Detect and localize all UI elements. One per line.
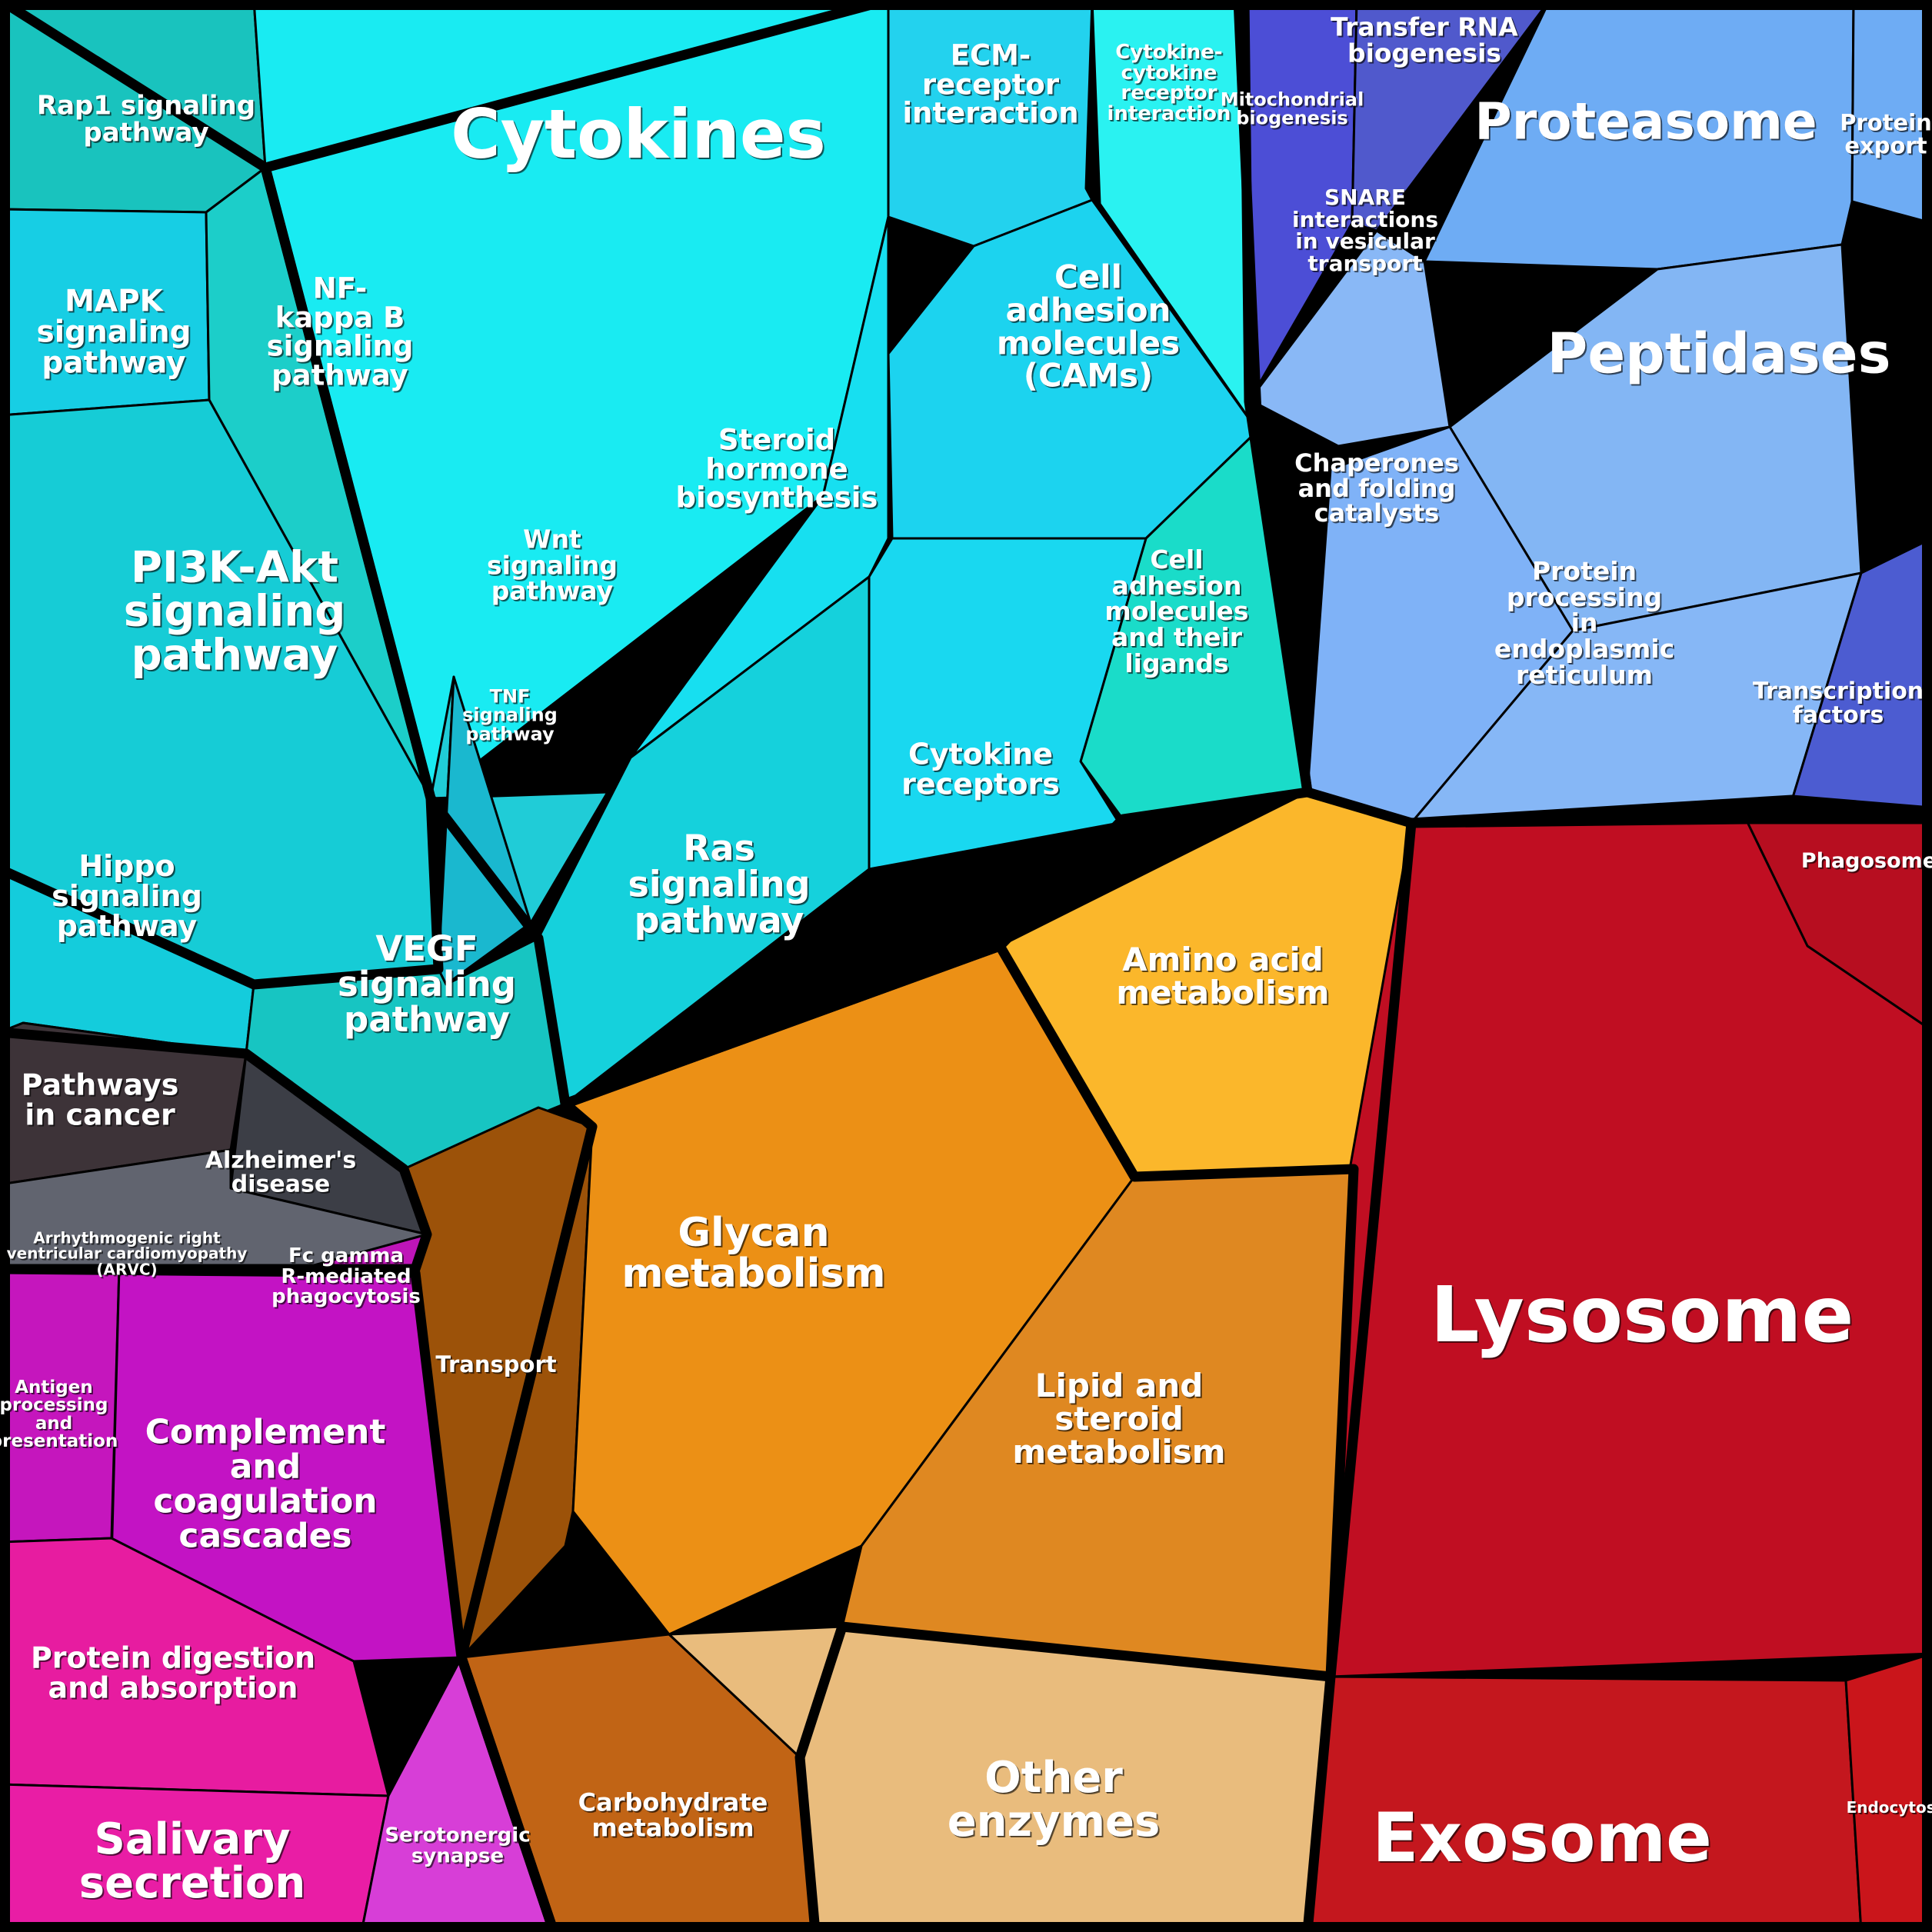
treemap-cell-pathways-in-cancer[interactable] — [0, 1021, 248, 1186]
treemap-cell-ecm-receptor-interaction[interactable] — [887, 0, 1094, 248]
treemap-cell-serotonergic-synapse[interactable] — [360, 1656, 555, 1932]
treemap-cell-antigen-processing-and-presentation[interactable] — [0, 1266, 121, 1544]
treemap-cell-endocytosis[interactable] — [1844, 1652, 1932, 1932]
treemap-cell-transcription-factors[interactable] — [1790, 537, 1932, 813]
treemap-group-outline-6 — [0, 1264, 559, 1932]
treemap-cell-protein-export[interactable] — [1850, 0, 1932, 225]
treemap-group-outline-2 — [1239, 0, 1932, 828]
treemap-cell-exosome[interactable] — [1306, 1675, 1863, 1932]
treemap-cell-snare-interactions-in-vesicular-transport[interactable] — [1248, 229, 1451, 448]
treemap-group-outline-4 — [456, 941, 1359, 1932]
treemap-cell-mapk-signaling-pathway[interactable] — [0, 208, 211, 417]
treemap-group-outline-5 — [0, 1027, 432, 1274]
treemap-group-outline-1 — [260, 0, 1313, 1109]
treemap-cell-ras-signaling-pathway[interactable] — [537, 575, 871, 1105]
treemap-cell-salivary-secretion[interactable] — [0, 1783, 390, 1932]
treemap-cell-protein-digestion-and-absorption[interactable] — [0, 1537, 390, 1797]
treemap-cell-rap1-signaling-pathway[interactable] — [0, 0, 267, 214]
